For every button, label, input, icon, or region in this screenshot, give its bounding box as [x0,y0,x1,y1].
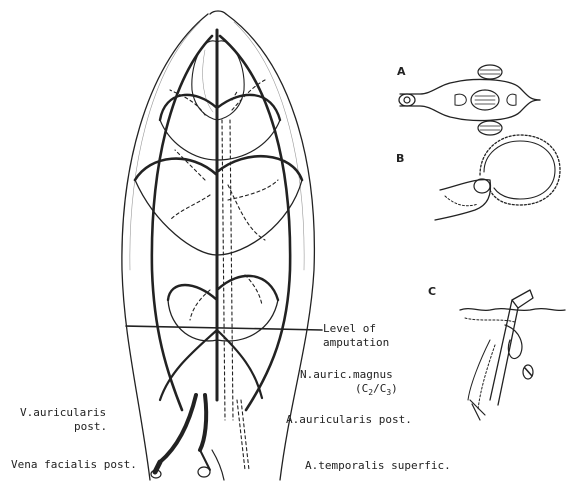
artery-temporalis-label: A.temporalis superfic. [305,459,451,472]
ear-outline [122,14,208,480]
vessel-arch-middle [135,159,217,180]
nerve-label-line2: (C2/C3) [355,382,398,395]
artery-post-label: A.auricularis post. [286,413,412,426]
cartilage-outline [152,36,212,410]
panel-c-figure [460,290,565,420]
vessel-arch-lower [168,285,217,300]
panel-label-a: A [397,65,406,78]
vein-post-label-line2: post. [74,420,107,433]
nerve-branches [170,80,278,470]
root-vessel [160,395,196,462]
panel-a-figure [399,65,540,135]
vena-facialis-label: Vena facialis post. [11,458,137,471]
amputation-label-line2: amputation [323,336,389,349]
amputation-label-line1: Level of [323,322,376,335]
panel-b-figure [435,135,560,220]
vein-post-label-line1: V.auricularis [20,406,106,419]
panel-label-c: C [428,285,436,298]
nerve-label-line1: N.auric.magnus [300,368,393,381]
panel-label-b: B [396,152,404,165]
